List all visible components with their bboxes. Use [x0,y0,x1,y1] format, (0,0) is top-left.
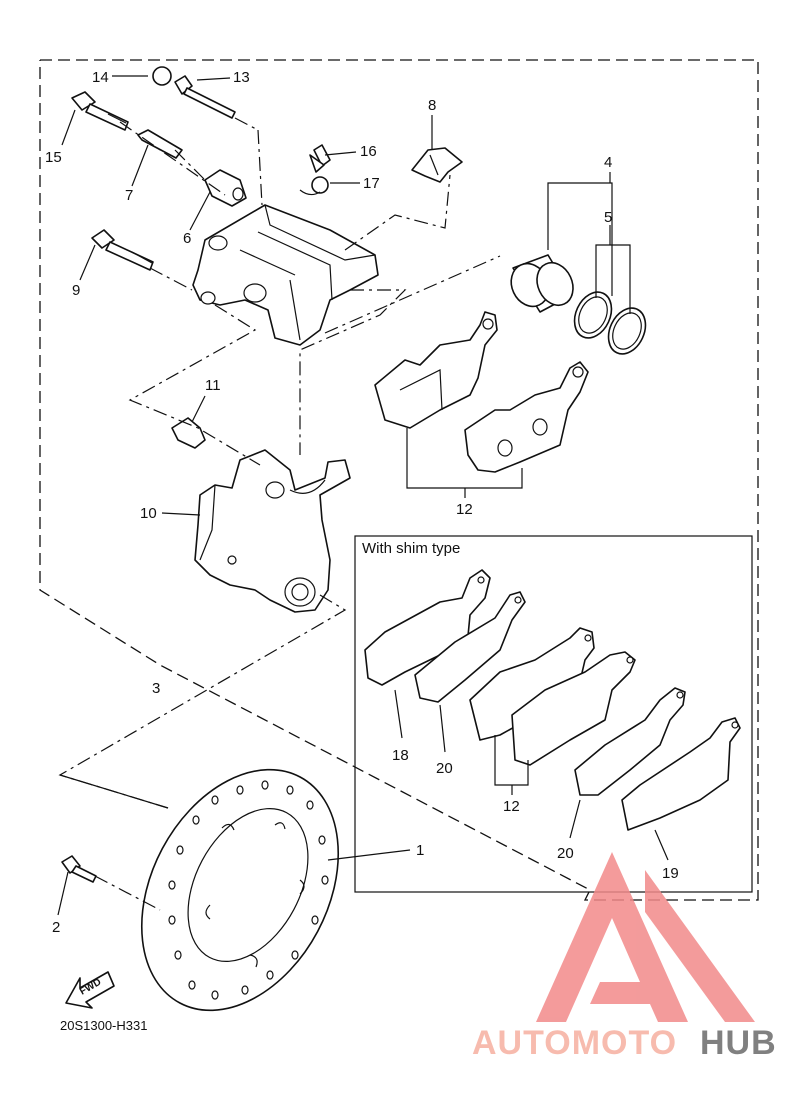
watermark-text-main: AUTOMOTO [472,1024,677,1062]
caliper-bracket [194,449,351,613]
callout-17: 17 [363,175,380,192]
pad-inset-inner [469,627,595,741]
pad-inset-outer [511,651,636,766]
leader-lines [57,75,631,916]
shim-type-inset: With shim type [354,535,753,893]
bolt-15 [71,91,129,131]
callout-12: 12 [456,501,473,518]
brake-disc [140,768,340,1012]
shim-20-right [574,687,686,796]
watermark: AUTOMOTO HUB [472,852,777,1062]
callout-13: 13 [233,69,250,86]
callout-2: 2 [52,919,60,936]
pin-13 [174,75,236,119]
spring-clip-8 [411,147,463,183]
inset-title: With shim type [362,540,460,557]
callout-19: 19 [662,865,679,882]
callout-10: 10 [140,505,157,522]
boot-11 [171,417,206,449]
assembly-frame [39,59,759,901]
bolt-9 [91,229,154,271]
callout-5: 5 [604,209,612,226]
caliper-body-upper [192,204,379,346]
callout-1: 1 [416,842,424,859]
callouts: 14 13 15 7 6 9 8 16 17 4 5 11 10 12 3 1 … [45,69,679,936]
rotor-bolt-2 [61,855,97,883]
callout-3: 3 [152,680,160,697]
boot-6 [204,169,247,207]
watermark-text-hub: HUB [700,1024,777,1062]
callout-12-inset: 12 [503,798,520,815]
watermark-logo [536,852,688,1022]
callout-11: 11 [205,377,221,394]
shim-20-left [414,591,526,703]
callout-14: 14 [92,69,109,86]
callout-16: 16 [360,143,377,160]
brake-pad-inner [374,311,498,429]
piston [510,254,574,313]
brake-pad-outer [464,361,589,473]
callout-15: 15 [45,149,62,166]
piston-seals [573,291,647,355]
shim-19 [621,717,741,831]
callout-20-right: 20 [557,845,574,862]
fwd-arrow: FWD [65,971,115,1009]
diagram-code: 20S1300-H331 [60,1018,147,1033]
callout-18: 18 [392,747,409,764]
callout-4: 4 [604,154,612,171]
callout-9: 9 [72,282,80,299]
shim-18 [364,569,491,686]
bleed-cap-17 [299,176,329,196]
callout-6: 6 [183,230,191,247]
callout-8: 8 [428,97,436,114]
cap-14 [152,66,172,86]
callout-20-left: 20 [436,760,453,777]
callout-7: 7 [125,187,133,204]
bleed-screw-16 [309,144,331,173]
